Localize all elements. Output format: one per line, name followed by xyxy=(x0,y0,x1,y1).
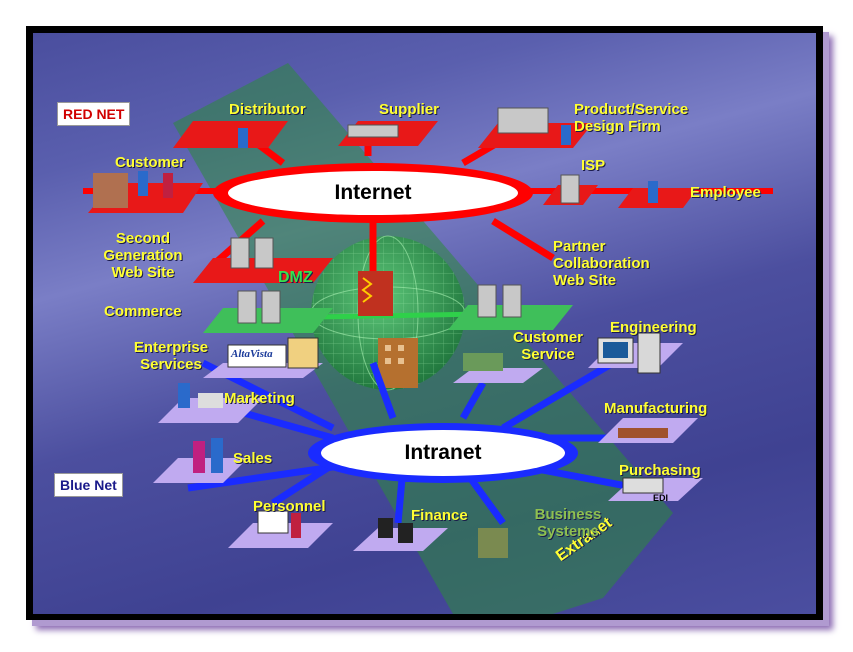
manufacturing-label: Manufacturing xyxy=(604,400,708,417)
altavista-logo-text: AltaVista xyxy=(231,348,273,360)
people-icon xyxy=(93,125,658,208)
internet-hub-label: Internet xyxy=(334,181,412,204)
customer-service-platform xyxy=(453,368,543,383)
altavista-logo-icon xyxy=(227,337,319,369)
manufacturing-machine-icon xyxy=(618,428,668,438)
intranet-hub-label: Intranet xyxy=(404,441,482,464)
building-icon xyxy=(378,338,418,388)
edi-label: EDI xyxy=(653,493,669,503)
employee-label: Employee xyxy=(690,184,761,201)
sales-label: Sales xyxy=(233,450,273,467)
personnel-platform xyxy=(228,523,333,548)
blue-net-badge: Blue Net xyxy=(54,473,123,497)
distributor-label: Distributor xyxy=(229,101,306,118)
finance-label: Finance xyxy=(411,507,468,524)
second-gen-platform xyxy=(193,258,333,283)
personnel-chart-icon xyxy=(257,510,301,538)
server-icon xyxy=(230,107,580,324)
marketing-people-icon xyxy=(178,383,223,408)
customer-service-label: Customer Service xyxy=(512,329,583,363)
dmz-label: DMZ xyxy=(278,269,313,286)
isp-label: ISP xyxy=(581,157,606,174)
engineering-workstation-icon xyxy=(597,332,661,374)
second-gen-label: Second Generation Web Site xyxy=(103,230,183,281)
supplier-label: Supplier xyxy=(379,101,440,118)
finance-coins-icon xyxy=(378,518,413,543)
red-net-badge: RED NET xyxy=(57,102,131,126)
engineering-label: Engineering xyxy=(610,319,697,336)
customer-label: Customer xyxy=(115,154,186,171)
business-systems-icon xyxy=(478,528,508,558)
purchasing-label: Purchasing xyxy=(619,462,701,479)
product-service-label: Product/Service Design Firm xyxy=(574,101,689,135)
distributor-platform xyxy=(173,121,288,148)
commerce-label: Commerce xyxy=(104,303,182,320)
network-diagram xyxy=(83,63,773,614)
partner-label: Partner Collaboration Web Site xyxy=(553,238,650,289)
business-systems-label: Business Systems xyxy=(534,506,602,540)
personnel-label: Personnel xyxy=(253,498,326,515)
sales-people-icon xyxy=(193,438,223,473)
purchasing-keyboard-icon xyxy=(622,477,664,494)
customer-service-desk-icon xyxy=(463,353,503,371)
firewall-icon xyxy=(358,271,393,316)
marketing-label: Marketing xyxy=(224,390,295,407)
network-diagram-slide: RED NET Blue Net Internet Intranet DMZ E… xyxy=(33,33,816,614)
enterprise-services-label: Enterprise Services xyxy=(133,339,209,373)
